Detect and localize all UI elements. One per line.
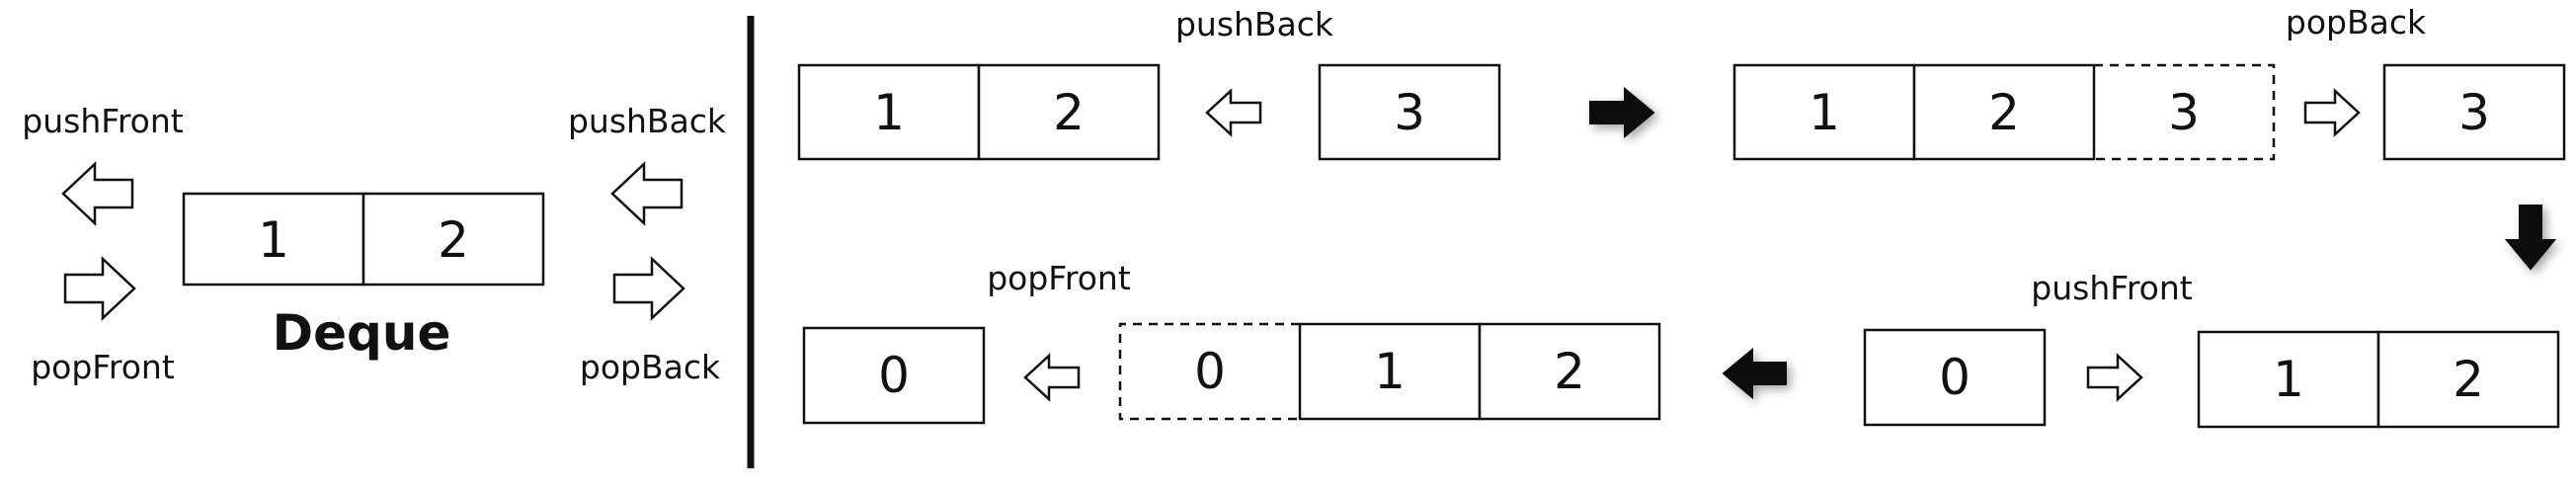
solid-arrow-left-icon bbox=[1722, 347, 1787, 400]
hollow-arrow-right-icon bbox=[2303, 88, 2361, 137]
hollow-arrow-left-icon bbox=[1023, 353, 1081, 402]
queue-cell-value: 2 bbox=[1554, 343, 1585, 400]
queue-cell bbox=[797, 63, 981, 161]
queue-cell-value: 1 bbox=[2273, 351, 2304, 408]
removed-cell bbox=[1118, 322, 1300, 421]
queue-cell-value: 1 bbox=[1809, 84, 1840, 141]
step-pop-front-label: popFront bbox=[987, 259, 1131, 297]
outgoing-cell-value: 0 bbox=[878, 347, 910, 404]
deque-cell-value: 2 bbox=[438, 211, 469, 269]
removed-cell-value: 3 bbox=[2168, 84, 2200, 141]
hollow-arrow-left-icon bbox=[61, 161, 134, 226]
deque-overview: pushFront popFront 1 2 Deque pushBack po… bbox=[22, 102, 727, 386]
step-push-front: pushFront 0 1 2 bbox=[1863, 269, 2560, 429]
outgoing-cell bbox=[802, 326, 986, 425]
queue-cell-value: 2 bbox=[1988, 84, 2020, 141]
hollow-arrow-left-icon bbox=[610, 161, 684, 226]
hollow-arrow-right-icon bbox=[63, 256, 136, 321]
queue-cell-value: 1 bbox=[1374, 343, 1406, 400]
step-pop-front: popFront 0 0 1 2 bbox=[802, 259, 1661, 425]
pop-front-label: popFront bbox=[31, 348, 175, 386]
solid-arrow-down-icon bbox=[2504, 205, 2557, 271]
queue-cell-value: 1 bbox=[873, 84, 905, 141]
queue-cell bbox=[2376, 330, 2560, 429]
queue-cell bbox=[1298, 322, 1482, 421]
step-push-back-label: pushBack bbox=[1175, 5, 1334, 43]
hollow-arrow-left-icon bbox=[1205, 88, 1262, 137]
removed-cell-value: 0 bbox=[1194, 343, 1226, 400]
queue-cell bbox=[977, 63, 1161, 161]
step-pop-back-label: popBack bbox=[2286, 3, 2427, 41]
queue-cell-value: 2 bbox=[2453, 351, 2484, 408]
pop-back-label: popBack bbox=[580, 348, 721, 386]
push-front-label: pushFront bbox=[22, 102, 183, 140]
deque-cell-value: 1 bbox=[258, 211, 289, 269]
queue-cell bbox=[1912, 63, 2096, 161]
incoming-cell-value: 0 bbox=[1939, 349, 1971, 406]
push-back-label: pushBack bbox=[568, 102, 727, 140]
hollow-arrow-right-icon bbox=[612, 256, 685, 321]
solid-arrow-right-icon bbox=[1589, 86, 1655, 139]
hollow-arrow-right-icon bbox=[2086, 353, 2143, 402]
incoming-cell bbox=[1863, 328, 2047, 427]
deque-cell bbox=[182, 192, 365, 287]
queue-cell-value: 2 bbox=[1053, 84, 1085, 141]
queue-cell bbox=[2197, 330, 2380, 429]
incoming-cell bbox=[1318, 63, 1501, 161]
deque-cell bbox=[362, 192, 545, 287]
deque-title: Deque bbox=[273, 304, 451, 362]
step-push-front-label: pushFront bbox=[2031, 269, 2192, 307]
removed-cell bbox=[2094, 63, 2276, 161]
outgoing-cell bbox=[2382, 63, 2566, 161]
queue-cell bbox=[1732, 63, 1916, 161]
step-pop-back: popBack 1 2 3 3 bbox=[1732, 3, 2566, 161]
step-push-back: pushBack 1 2 3 bbox=[797, 5, 1501, 161]
queue-cell bbox=[1478, 322, 1661, 421]
incoming-cell-value: 3 bbox=[1394, 84, 1425, 141]
outgoing-cell-value: 3 bbox=[2458, 84, 2490, 141]
